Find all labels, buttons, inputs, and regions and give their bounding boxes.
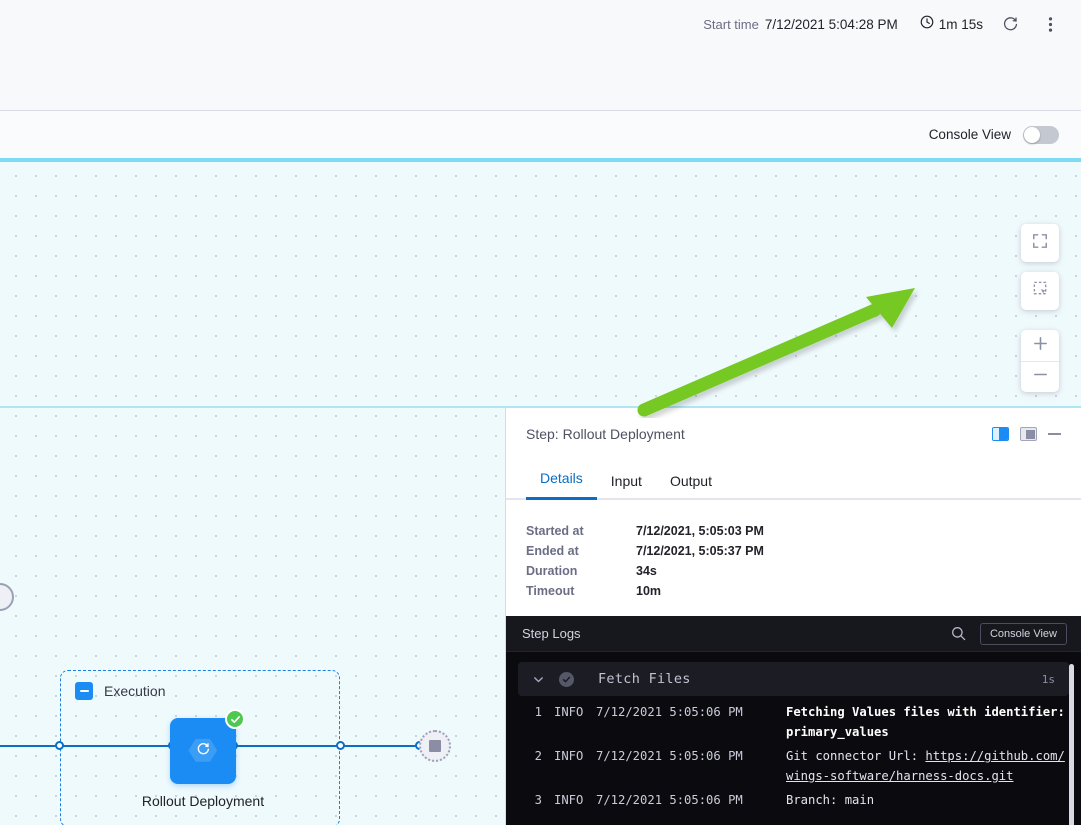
step-logs: Step Logs Console View Fetch File bbox=[506, 616, 1081, 825]
log-level: INFO bbox=[554, 749, 584, 763]
detail-key: Started at bbox=[526, 524, 584, 538]
console-view-control: Console View bbox=[929, 111, 1059, 158]
canvas-controls bbox=[1021, 224, 1059, 392]
log-timestamp: 7/12/2021 5:05:06 PM bbox=[596, 705, 743, 719]
plus-icon bbox=[1032, 335, 1049, 357]
select-area-button[interactable] bbox=[1021, 272, 1059, 310]
detail-row: Duration 34s bbox=[526, 564, 1061, 578]
step-node-label: Rollout Deployment bbox=[141, 793, 265, 809]
detail-value: 7/12/2021, 5:05:37 PM bbox=[636, 544, 764, 558]
step-detail-tabs: Details Input Output bbox=[506, 460, 1081, 500]
step-logs-body[interactable]: Fetch Files 1s 1 INFO 7/12/2021 5:05:06 … bbox=[506, 652, 1081, 825]
connector-right bbox=[232, 745, 424, 747]
log-row: 2 INFO 7/12/2021 5:05:06 PM Git connecto… bbox=[518, 744, 1069, 788]
console-view-label: Console View bbox=[928, 127, 1011, 142]
expand-icon bbox=[1032, 233, 1048, 254]
stop-square-icon bbox=[429, 740, 441, 752]
logs-console-view-button[interactable]: Console View bbox=[979, 622, 1067, 645]
execution-meta: Start time 7/12/2021 5:04:28 PM 1m 15s bbox=[703, 9, 1063, 39]
execution-group-header: Execution bbox=[75, 682, 165, 700]
connector-dot-group-out bbox=[336, 741, 345, 750]
canvas-top-rule bbox=[0, 158, 1081, 162]
canvas-mid-rule bbox=[0, 406, 1081, 408]
step-detail-panel: Step: Rollout Deployment Details Input O… bbox=[505, 408, 1081, 825]
log-message-prefix: Git connector Url: bbox=[786, 749, 926, 763]
connector-dot-group-in bbox=[55, 741, 64, 750]
detail-value: 34s bbox=[636, 564, 657, 578]
detail-row: Timeout 10m bbox=[526, 584, 1061, 598]
log-section-header[interactable]: Fetch Files 1s bbox=[518, 662, 1069, 696]
more-vertical-icon[interactable] bbox=[1037, 11, 1063, 37]
log-line-number: 3 bbox=[534, 793, 542, 807]
log-message: Branch: main bbox=[786, 793, 875, 807]
step-logs-header: Step Logs Console View bbox=[506, 616, 1081, 652]
minus-icon bbox=[1032, 366, 1049, 388]
split-view-icon[interactable] bbox=[992, 427, 1009, 441]
step-node-rollout-deployment[interactable] bbox=[170, 709, 245, 784]
pipeline-graph: Execution Rollout Dep bbox=[0, 408, 505, 825]
log-section-name: Fetch Files bbox=[598, 671, 691, 687]
tab-details[interactable]: Details bbox=[526, 462, 597, 500]
logs-scrollbar[interactable] bbox=[1069, 664, 1074, 825]
green-arrow-annotation bbox=[637, 288, 915, 417]
start-time-label: Start time bbox=[703, 16, 759, 32]
log-line-number: 1 bbox=[534, 705, 542, 719]
panel-view-icon[interactable] bbox=[1020, 427, 1037, 441]
detail-value: 7/12/2021, 5:05:03 PM bbox=[636, 524, 764, 538]
marquee-select-icon bbox=[1032, 280, 1049, 302]
detail-key: Timeout bbox=[526, 584, 575, 598]
log-level: INFO bbox=[554, 705, 584, 719]
clock-icon bbox=[920, 15, 934, 34]
detail-key: Ended at bbox=[526, 544, 579, 558]
status-badge bbox=[225, 709, 245, 729]
minimize-icon[interactable] bbox=[1048, 433, 1061, 435]
top-header: Start time 7/12/2021 5:04:28 PM 1m 15s bbox=[0, 0, 1081, 111]
start-time-group: Start time 7/12/2021 5:04:28 PM bbox=[703, 17, 897, 32]
console-view-toggle[interactable] bbox=[1023, 125, 1059, 144]
log-timestamp: 7/12/2021 5:05:06 PM bbox=[596, 749, 743, 763]
detail-row: Ended at 7/12/2021, 5:05:37 PM bbox=[526, 544, 1061, 558]
execution-group-label: Execution bbox=[104, 683, 166, 699]
detail-key: Duration bbox=[526, 564, 578, 578]
tab-output[interactable]: Output bbox=[669, 473, 712, 489]
log-rows: 1 INFO 7/12/2021 5:05:06 PM Fetching Val… bbox=[518, 696, 1069, 812]
log-message: Fetching Values files with identifier: p… bbox=[786, 705, 1065, 739]
duration-group: 1m 15s bbox=[920, 15, 983, 34]
tab-input[interactable]: Input bbox=[610, 473, 642, 489]
step-detail-header: Step: Rollout Deployment bbox=[506, 408, 1081, 460]
step-logs-title: Step Logs bbox=[522, 626, 581, 641]
zoom-out-button[interactable] bbox=[1021, 361, 1059, 392]
connector-left bbox=[0, 745, 176, 747]
log-timestamp: 7/12/2021 5:05:06 PM bbox=[596, 793, 743, 807]
log-row: 1 INFO 7/12/2021 5:05:06 PM Fetching Val… bbox=[518, 700, 1069, 744]
log-line-number: 2 bbox=[534, 749, 542, 763]
toggle-knob bbox=[1024, 126, 1040, 143]
rollout-deployment-icon bbox=[188, 738, 218, 762]
zoom-controls bbox=[1021, 330, 1059, 392]
refresh-icon[interactable] bbox=[997, 11, 1023, 37]
detail-value: 10m bbox=[636, 584, 662, 598]
log-row: 3 INFO 7/12/2021 5:05:06 PM Branch: main bbox=[518, 788, 1069, 812]
step-detail-header-actions bbox=[992, 427, 1061, 441]
step-details-list: Started at 7/12/2021, 5:05:03 PM Ended a… bbox=[506, 500, 1081, 616]
step-logs-actions: Console View bbox=[951, 622, 1067, 645]
minus-square-icon[interactable] bbox=[75, 682, 93, 700]
start-time-value: 7/12/2021 5:04:28 PM bbox=[764, 16, 898, 32]
console-view-bar: Console View bbox=[0, 111, 1081, 158]
previous-stage-node[interactable] bbox=[0, 583, 14, 611]
step-detail-title: Step: Rollout Deployment bbox=[526, 426, 685, 442]
log-section-duration: 1s bbox=[1041, 672, 1055, 686]
chevron-down-icon[interactable] bbox=[532, 673, 545, 686]
search-icon[interactable] bbox=[951, 626, 966, 641]
fit-to-screen-button[interactable] bbox=[1021, 224, 1059, 262]
end-node[interactable] bbox=[419, 730, 451, 762]
log-level: INFO bbox=[554, 793, 584, 807]
duration-value: 1m 15s bbox=[938, 16, 983, 32]
zoom-in-button[interactable] bbox=[1021, 330, 1059, 361]
detail-row: Started at 7/12/2021, 5:05:03 PM bbox=[526, 524, 1061, 538]
section-status-icon bbox=[559, 671, 574, 687]
log-message: Git connector Url: https://github.com/wi… bbox=[786, 746, 1069, 786]
log-message-link[interactable]: https://github.com/wings-software/harnes… bbox=[786, 749, 1065, 783]
